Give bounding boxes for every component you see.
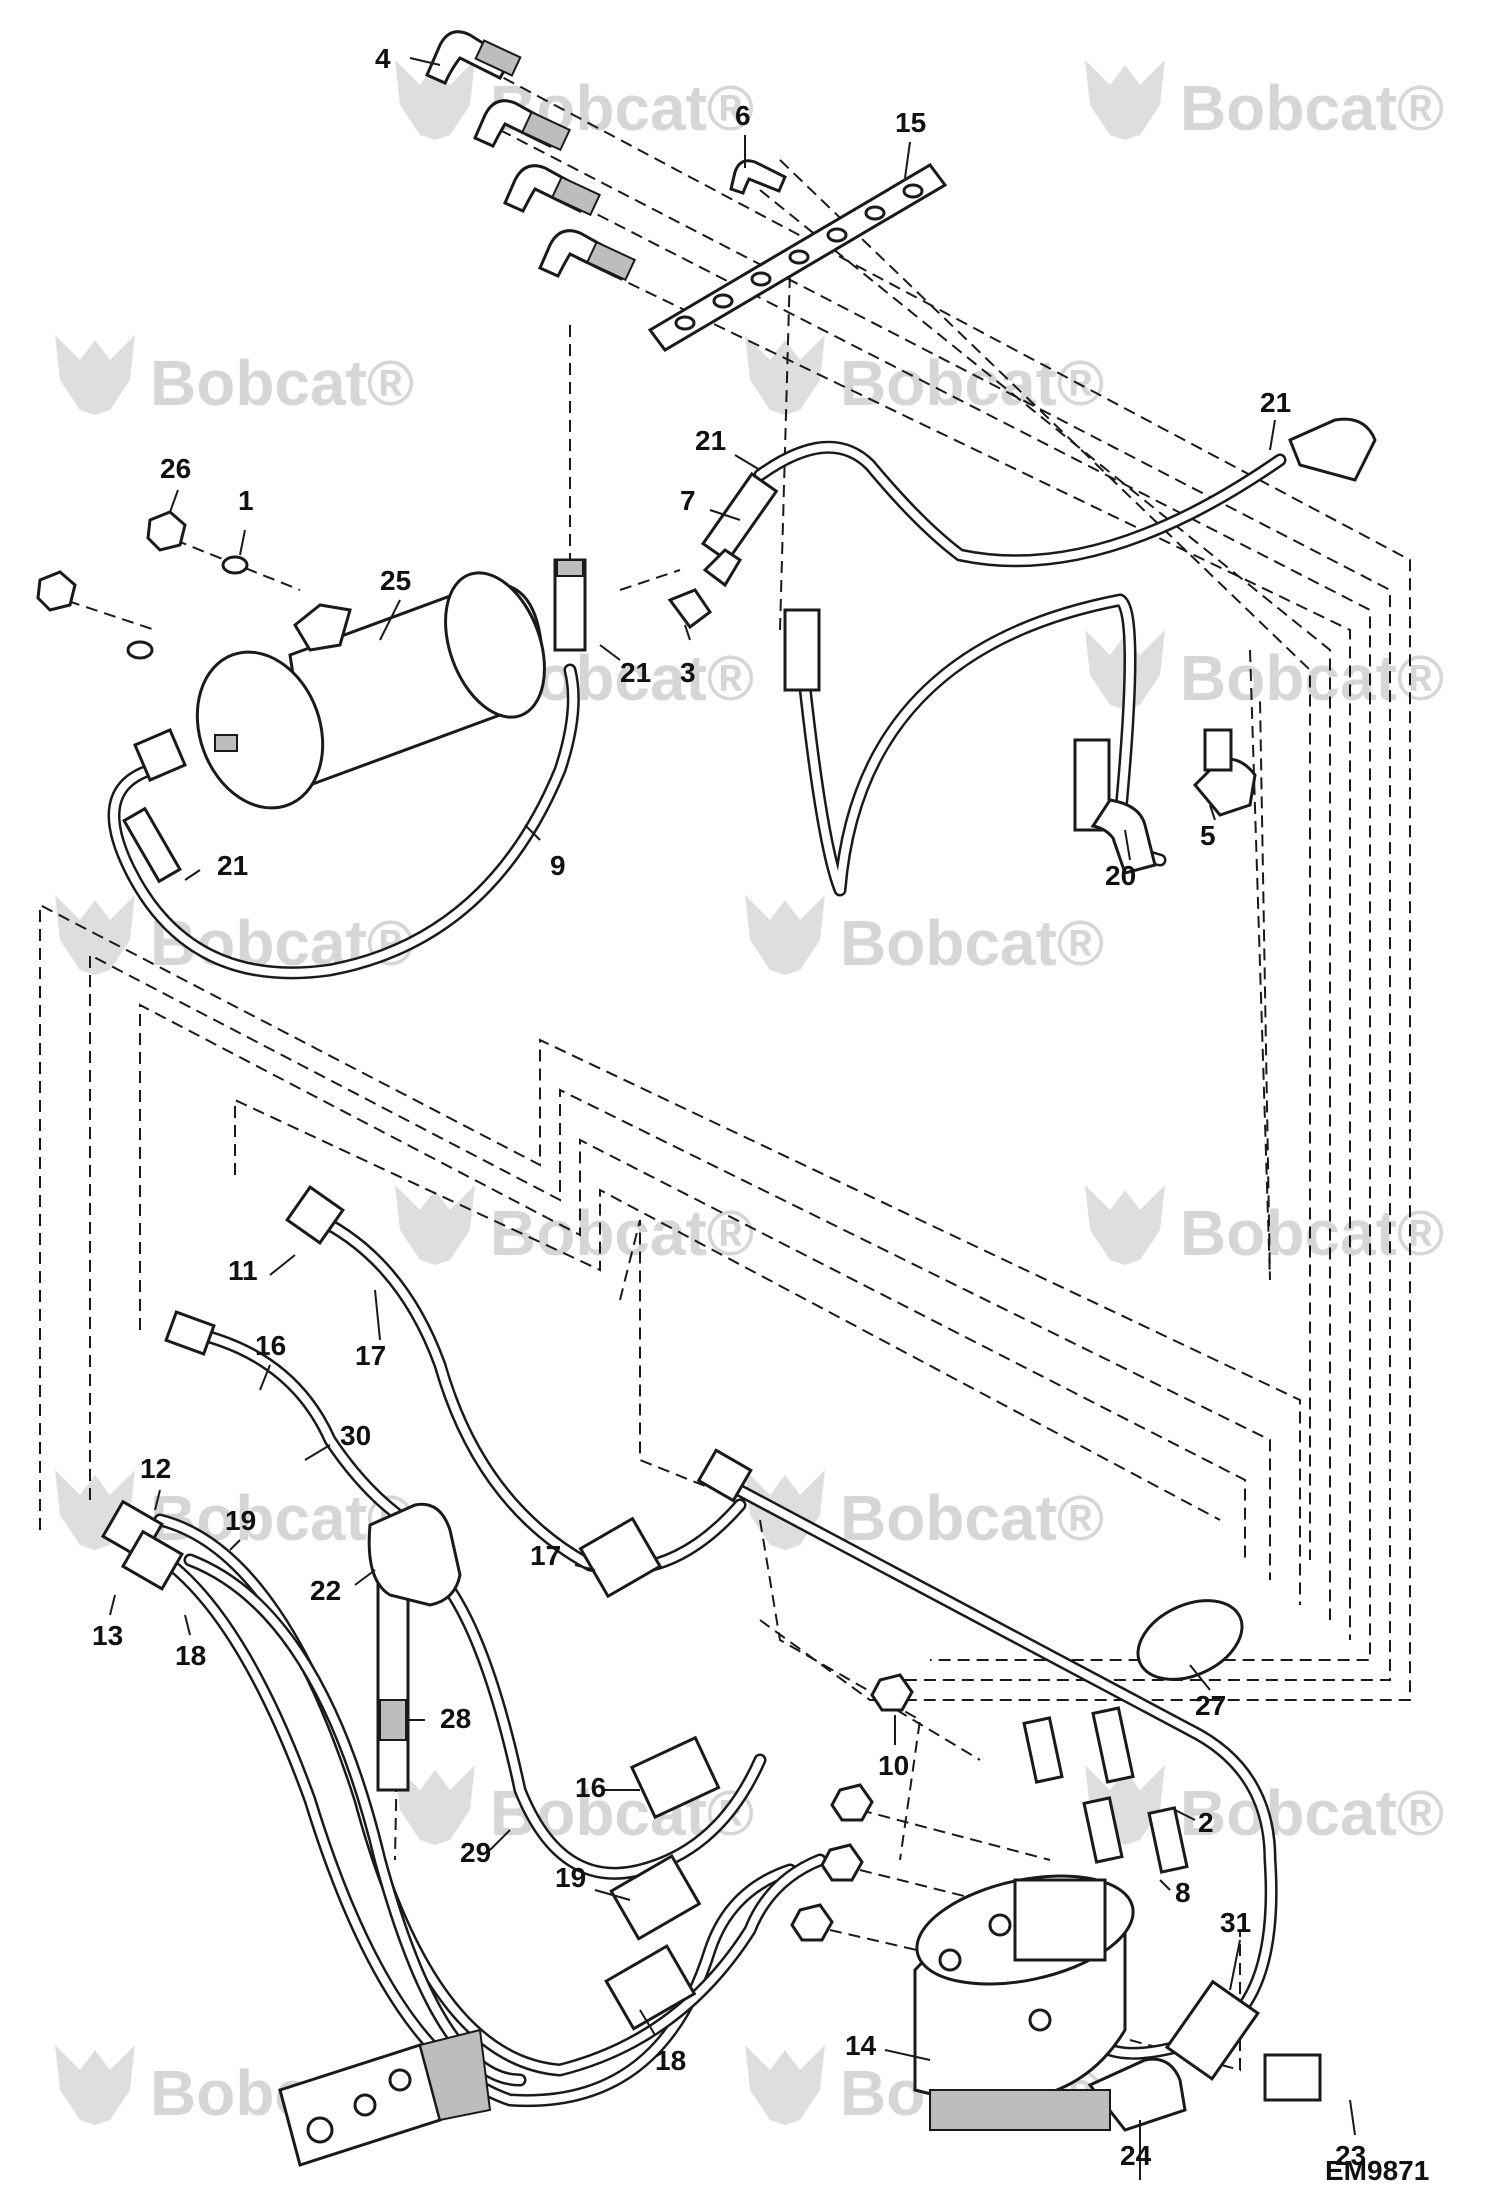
callout-6: 6 <box>735 100 751 131</box>
watermark-logo <box>745 335 825 415</box>
callout-2: 2 <box>1198 1807 1214 1838</box>
watermark-text: Bobcat® <box>490 1197 754 1269</box>
callout-8: 8 <box>1175 1877 1191 1908</box>
watermark-text: Bobcat® <box>1180 642 1444 714</box>
leader-lines <box>109 57 1356 2180</box>
callout-24: 24 <box>1120 2140 1152 2171</box>
callout-labels: 4 6 15 21 21 26 1 25 7 21 3 21 9 5 20 11… <box>92 43 1366 2171</box>
callout-7: 7 <box>680 485 696 516</box>
callout-25: 25 <box>380 565 411 596</box>
callout-31: 31 <box>1220 1907 1251 1938</box>
callout-14: 14 <box>845 2030 877 2061</box>
callout-21: 21 <box>695 425 726 456</box>
callout-19: 19 <box>225 1505 256 1536</box>
callout-21: 21 <box>217 850 248 881</box>
accumulator-25 <box>36 510 546 810</box>
callout-21: 21 <box>620 657 651 688</box>
upper-fittings <box>425 30 948 352</box>
callout-3: 3 <box>680 657 696 688</box>
upper-hoses <box>107 417 1377 980</box>
callout-16: 16 <box>255 1330 286 1361</box>
nut-26 <box>146 510 187 552</box>
callout-29: 29 <box>460 1837 491 1868</box>
fittings-lower <box>367 1502 1260 2132</box>
watermark-logo <box>395 1765 475 1845</box>
callout-4: 4 <box>375 43 391 74</box>
callout-17: 17 <box>530 1540 561 1571</box>
valve-block <box>278 2028 492 2167</box>
callout-1: 1 <box>238 485 254 516</box>
document-id: EM9871 <box>1325 2155 1429 2186</box>
watermark-logo <box>1085 1185 1165 1265</box>
watermark-logo <box>395 1185 475 1265</box>
callout-11: 11 <box>228 1255 258 1286</box>
watermark-text: Bobcat® <box>840 1482 1104 1554</box>
callout-19: 19 <box>555 1862 586 1893</box>
callout-27: 27 <box>1195 1690 1226 1721</box>
watermark-logo <box>55 895 135 975</box>
callout-30: 30 <box>340 1420 371 1451</box>
callout-26: 26 <box>160 453 191 484</box>
callout-10: 10 <box>878 1750 909 1781</box>
watermark-text: Bobcat® <box>1180 1197 1444 1269</box>
callout-18: 18 <box>175 1640 206 1671</box>
callout-9: 9 <box>550 850 566 881</box>
callout-12: 12 <box>140 1453 171 1484</box>
watermark-text: Bobcat® <box>1180 1777 1444 1849</box>
callout-13: 13 <box>92 1620 123 1651</box>
callout-20: 20 <box>1105 860 1136 891</box>
watermark-text: Bobcat® <box>840 907 1104 979</box>
callout-17: 17 <box>355 1340 386 1371</box>
watermark-logo <box>1085 60 1165 140</box>
callout-15: 15 <box>895 107 926 138</box>
callout-16: 16 <box>575 1772 606 1803</box>
steering-motor-14 <box>913 1874 1135 2131</box>
callout-5: 5 <box>1200 820 1216 851</box>
watermark-text: Bobcat® <box>1180 72 1444 144</box>
watermark-layer: Bobcat® Bobcat® Bobcat® Bobcat® Bobcat® Bobca… <box>55 60 1444 2129</box>
lower-hoses <box>100 1185 1322 2108</box>
watermark-text: Bobcat® <box>840 347 1104 419</box>
watermark-logo <box>55 2045 135 2125</box>
callout-28: 28 <box>440 1703 471 1734</box>
watermark-logo <box>55 335 135 415</box>
watermark-logo <box>395 60 475 140</box>
callout-18: 18 <box>655 2045 686 2076</box>
watermark-logo <box>745 2045 825 2125</box>
callout-23: 23 <box>1335 2140 1366 2171</box>
watermark-logo <box>745 895 825 975</box>
watermark-text: Bobcat® <box>150 347 414 419</box>
callout-21: 21 <box>1260 387 1291 418</box>
callout-22: 22 <box>310 1575 341 1606</box>
